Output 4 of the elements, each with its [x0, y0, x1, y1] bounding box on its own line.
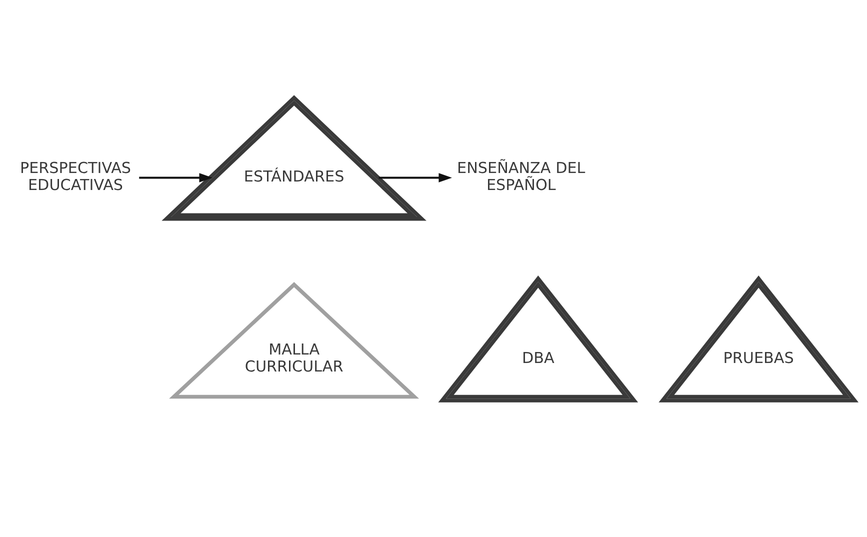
node-text: ENSEÑANZA DEL ESPAÑOL: [457, 158, 586, 194]
node-text: PERSPECTIVAS EDUCATIVAS: [20, 158, 132, 194]
arrow: [378, 172, 452, 182]
arrow: [139, 172, 212, 182]
